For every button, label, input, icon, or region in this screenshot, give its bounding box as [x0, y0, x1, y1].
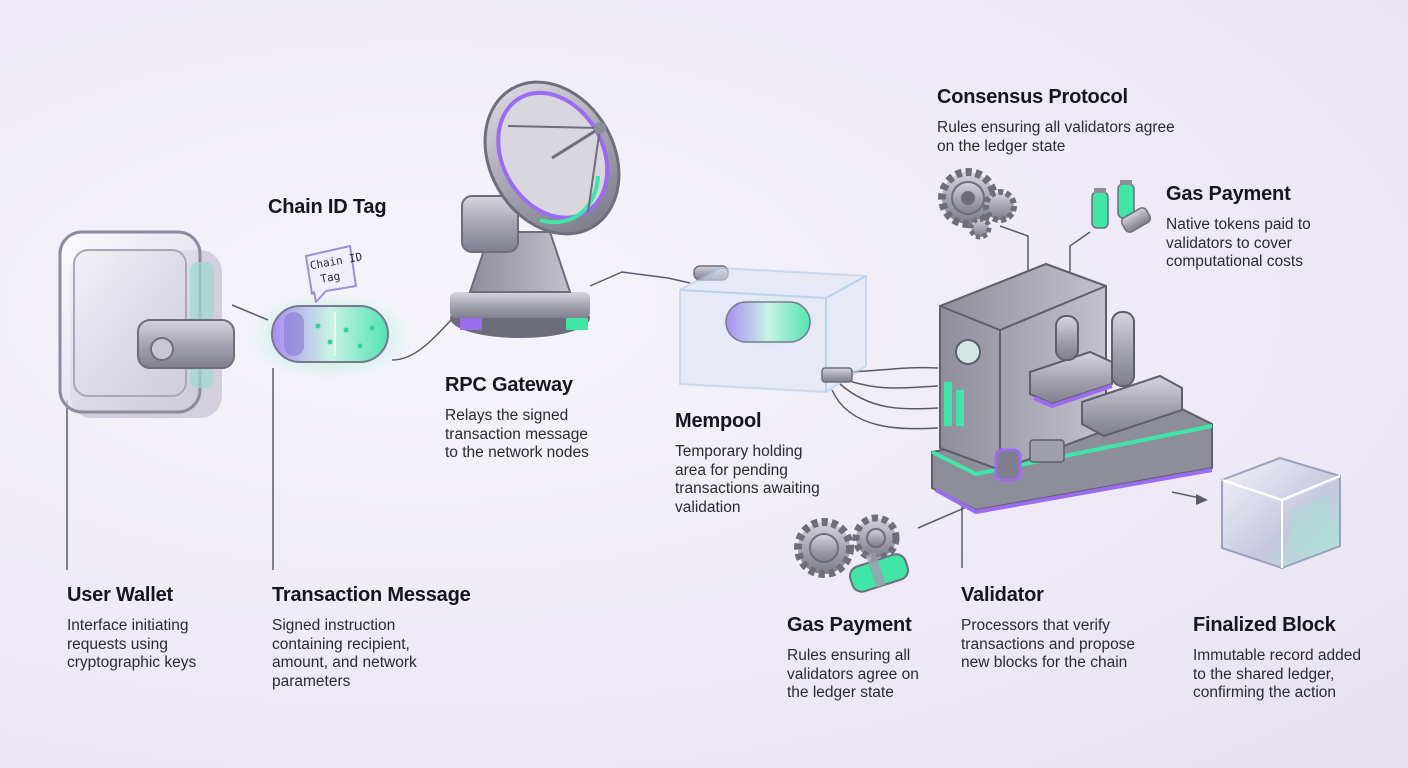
arrowhead-block [1196, 494, 1208, 505]
consensus-protocol-title: Consensus Protocol [937, 86, 1128, 108]
label-chain-id-tag: Chain ID Tag [268, 196, 387, 229]
validator-description: Processors that verify transactions and … [961, 617, 1136, 671]
label-consensus-protocol: Consensus Protocol Rules ensuring all va… [937, 86, 1175, 156]
wallet-icon [58, 230, 235, 418]
connector-validator-to-block [1171, 491, 1201, 499]
label-gas-payment-top: Gas Payment Native tokens paid to valida… [1166, 183, 1311, 272]
transaction-message-title: Transaction Message [272, 584, 471, 606]
consensus-protocol-description: Rules ensuring all validators agree on t… [937, 119, 1175, 155]
validator-title: Validator [961, 584, 1044, 606]
connector-gas-top-to-validator [1069, 231, 1091, 272]
connector-mempool-to-validator-2 [839, 377, 939, 389]
transaction-capsule-icon [271, 305, 389, 363]
validator-machine-icon [931, 262, 1213, 515]
battery-icon [849, 552, 909, 593]
finalized-block-title: Finalized Block [1193, 614, 1336, 636]
satellite-dish-icon [450, 80, 621, 338]
chain-id-tag-title: Chain ID Tag [268, 196, 387, 218]
battery-icon [1091, 180, 1152, 233]
label-mempool: Mempool Temporary holding area for pendi… [675, 410, 820, 517]
connector-consensus-to-validator [999, 225, 1029, 286]
mempool-box-icon [679, 265, 867, 394]
finalized-block-description: Immutable record added to the shared led… [1193, 647, 1362, 701]
block-cube-icon [1221, 456, 1341, 570]
user-wallet-title: User Wallet [67, 584, 173, 606]
label-user-wallet: User Wallet Interface initiating request… [67, 584, 196, 673]
connector-gateway-to-mempool [589, 271, 691, 287]
connector-mempool-to-validator-3 [839, 383, 939, 410]
gas-payment-top-description: Native tokens paid to validators to cove… [1166, 216, 1311, 270]
chain-id-tag-icon: Chain ID Tag [305, 245, 363, 303]
label-finalized-block: Finalized Block Immutable record added t… [1193, 614, 1361, 703]
gears-icon [938, 168, 1017, 240]
gas-payment-bottom-description: Rules ensuring all validators agree on t… [787, 647, 919, 701]
gas-payment-top-title: Gas Payment [1166, 183, 1291, 205]
mempool-title: Mempool [675, 410, 762, 432]
rpc-gateway-description: Relays the signed transaction message to… [445, 407, 589, 461]
transaction-message-description: Signed instruction containing recipient,… [272, 617, 417, 690]
gas-payment-bottom-title: Gas Payment [787, 614, 912, 636]
label-rpc-gateway: RPC Gateway Relays the signed transactio… [445, 374, 589, 463]
chain-id-tag-line2: Tag [319, 269, 341, 285]
mempool-description: Temporary holding area for pending trans… [675, 443, 820, 516]
label-gas-payment-bottom: Gas Payment Rules ensuring all validator… [787, 614, 919, 703]
rpc-gateway-title: RPC Gateway [445, 374, 573, 396]
label-validator: Validator Processors that verify transac… [961, 584, 1135, 673]
gears-icon [794, 514, 900, 578]
user-wallet-description: Interface initiating requests using cryp… [67, 617, 197, 671]
connector-lines [66, 225, 1201, 570]
label-transaction-message: Transaction Message Signed instruction c… [272, 584, 471, 691]
connector-mempool-to-validator-4 [831, 389, 939, 430]
